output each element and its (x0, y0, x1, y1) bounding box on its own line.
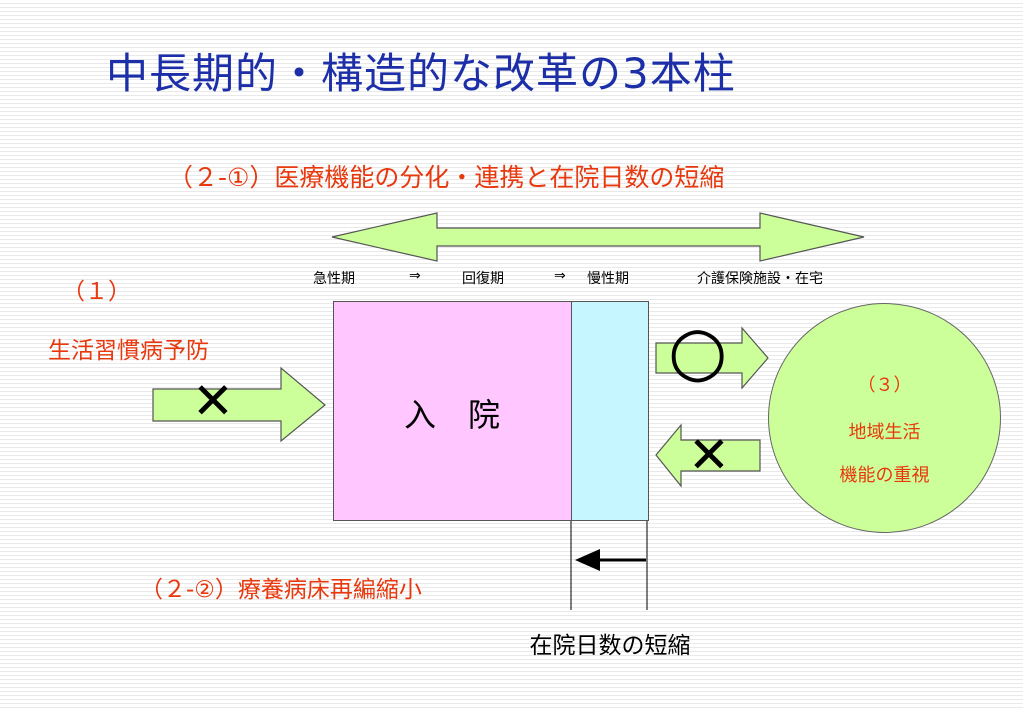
discharge-arrow-shape (655, 326, 769, 390)
length-of-stay-shortening-label: 在院日数の短縮 (529, 633, 691, 659)
shorten-arrow-icon (575, 549, 646, 571)
readmission-arrow-shape (655, 423, 761, 488)
stage-recovery: 回復期 (462, 271, 504, 287)
admission-box (333, 301, 573, 521)
shortened-stay-box (571, 301, 649, 521)
cross-icon: ✕ (192, 372, 234, 430)
stage-care: 介護保険施設・在宅 (697, 271, 823, 287)
page-title: 中長期的・構造的な改革の3本柱 (106, 49, 736, 98)
pillar1-number: （１） (62, 279, 131, 305)
community-life-circle (768, 303, 1001, 533)
pillar3-number: （３） (857, 375, 912, 396)
stage-arrow-2: ⇒ (554, 268, 566, 284)
double-arrow-shape (331, 212, 865, 262)
stage-chronic: 慢性期 (587, 271, 629, 287)
pillar2-2-label: （２-②）療養病床再編縮小 (140, 577, 422, 603)
subtitle-function-differentiation: （２-①）医療機能の分化・連携と在院日数の短縮 (168, 163, 725, 192)
admission-label: 入 院 (403, 396, 500, 434)
prevention-arrow-shape (152, 366, 326, 443)
pillar1-label: 生活習慣病予防 (48, 338, 209, 364)
cross-icon: ✕ (688, 426, 730, 484)
pillar3-line2: 機能の重視 (839, 465, 930, 486)
pillar3-line1: 地域生活 (848, 422, 921, 443)
stage-acute: 急性期 (313, 271, 355, 287)
stage-arrow-1: ⇒ (409, 268, 421, 284)
circle-icon: ○ (668, 312, 728, 391)
